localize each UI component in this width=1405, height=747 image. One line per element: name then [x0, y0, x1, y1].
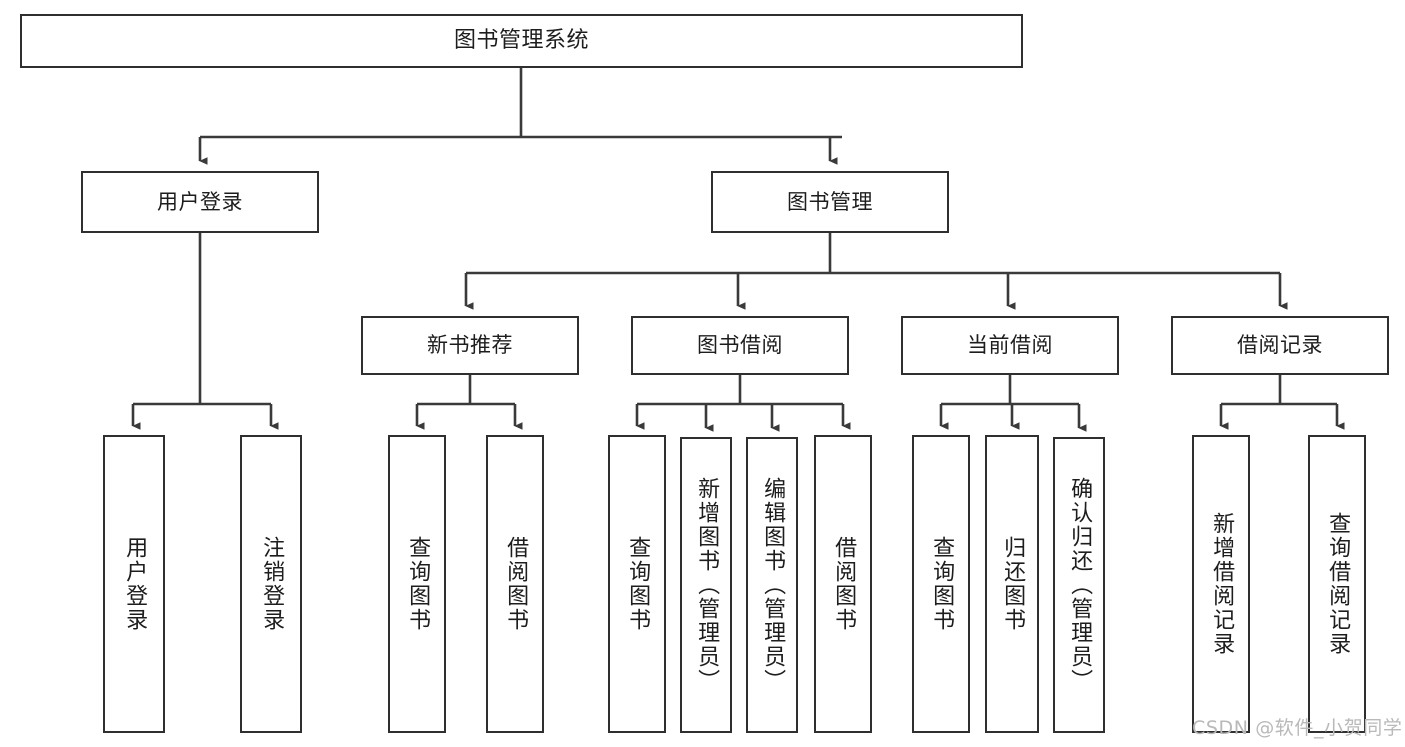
node-current-borrow-label: 当前借阅	[967, 333, 1053, 358]
node-root[interactable]: 图书管理系统	[20, 14, 1023, 68]
csdn-watermark: CSDN @软件_小贺同学	[1192, 717, 1403, 739]
leaf-query-book-3-label: 查询图书	[929, 536, 955, 632]
leaf-borrow-book-1-label: 借阅图书	[503, 536, 529, 632]
node-book-borrow-label: 图书借阅	[697, 333, 783, 358]
node-borrow-record[interactable]: 借阅记录	[1171, 316, 1389, 375]
node-book-borrow[interactable]: 图书借阅	[631, 316, 849, 375]
leaf-user-login-label: 用户登录	[122, 536, 148, 632]
leaf-borrow-book-2[interactable]: 借阅图书	[814, 435, 872, 733]
node-root-label: 图书管理系统	[453, 28, 589, 54]
leaf-add-book-label: 新增图书（管理员）	[694, 477, 720, 693]
node-new-book-recommend-label: 新书推荐	[427, 333, 513, 358]
leaf-borrow-book-2-label: 借阅图书	[831, 536, 857, 632]
node-borrow-record-label: 借阅记录	[1237, 333, 1323, 358]
leaf-user-logout[interactable]: 注销登录	[240, 435, 302, 733]
leaf-add-book[interactable]: 新增图书（管理员）	[680, 437, 732, 733]
leaf-user-logout-label: 注销登录	[259, 536, 285, 632]
node-book-manage-label: 图书管理	[787, 189, 873, 214]
leaf-return-book[interactable]: 归还图书	[985, 435, 1039, 733]
leaf-edit-book[interactable]: 编辑图书（管理员）	[746, 437, 798, 733]
node-book-manage[interactable]: 图书管理	[711, 171, 949, 233]
node-new-book-recommend[interactable]: 新书推荐	[361, 316, 579, 375]
leaf-user-login[interactable]: 用户登录	[103, 435, 165, 733]
leaf-add-record-label: 新增借阅记录	[1209, 512, 1235, 656]
node-current-borrow[interactable]: 当前借阅	[901, 316, 1119, 375]
leaf-query-record-label: 查询借阅记录	[1325, 512, 1351, 656]
leaf-query-book-3[interactable]: 查询图书	[912, 435, 970, 733]
node-user-login-label: 用户登录	[157, 189, 243, 214]
leaf-query-book-2[interactable]: 查询图书	[608, 435, 666, 733]
leaf-query-book-2-label: 查询图书	[625, 536, 651, 632]
leaf-query-record[interactable]: 查询借阅记录	[1308, 435, 1366, 733]
node-user-login[interactable]: 用户登录	[81, 171, 319, 233]
leaf-confirm-return-label: 确认归还（管理员）	[1067, 477, 1093, 693]
leaf-confirm-return[interactable]: 确认归还（管理员）	[1053, 437, 1105, 733]
leaf-borrow-book-1[interactable]: 借阅图书	[486, 435, 544, 733]
leaf-query-book-1[interactable]: 查询图书	[388, 435, 446, 733]
leaf-edit-book-label: 编辑图书（管理员）	[760, 477, 786, 693]
leaf-return-book-label: 归还图书	[1000, 536, 1026, 632]
leaf-query-book-1-label: 查询图书	[405, 536, 431, 632]
leaf-add-record[interactable]: 新增借阅记录	[1192, 435, 1250, 733]
